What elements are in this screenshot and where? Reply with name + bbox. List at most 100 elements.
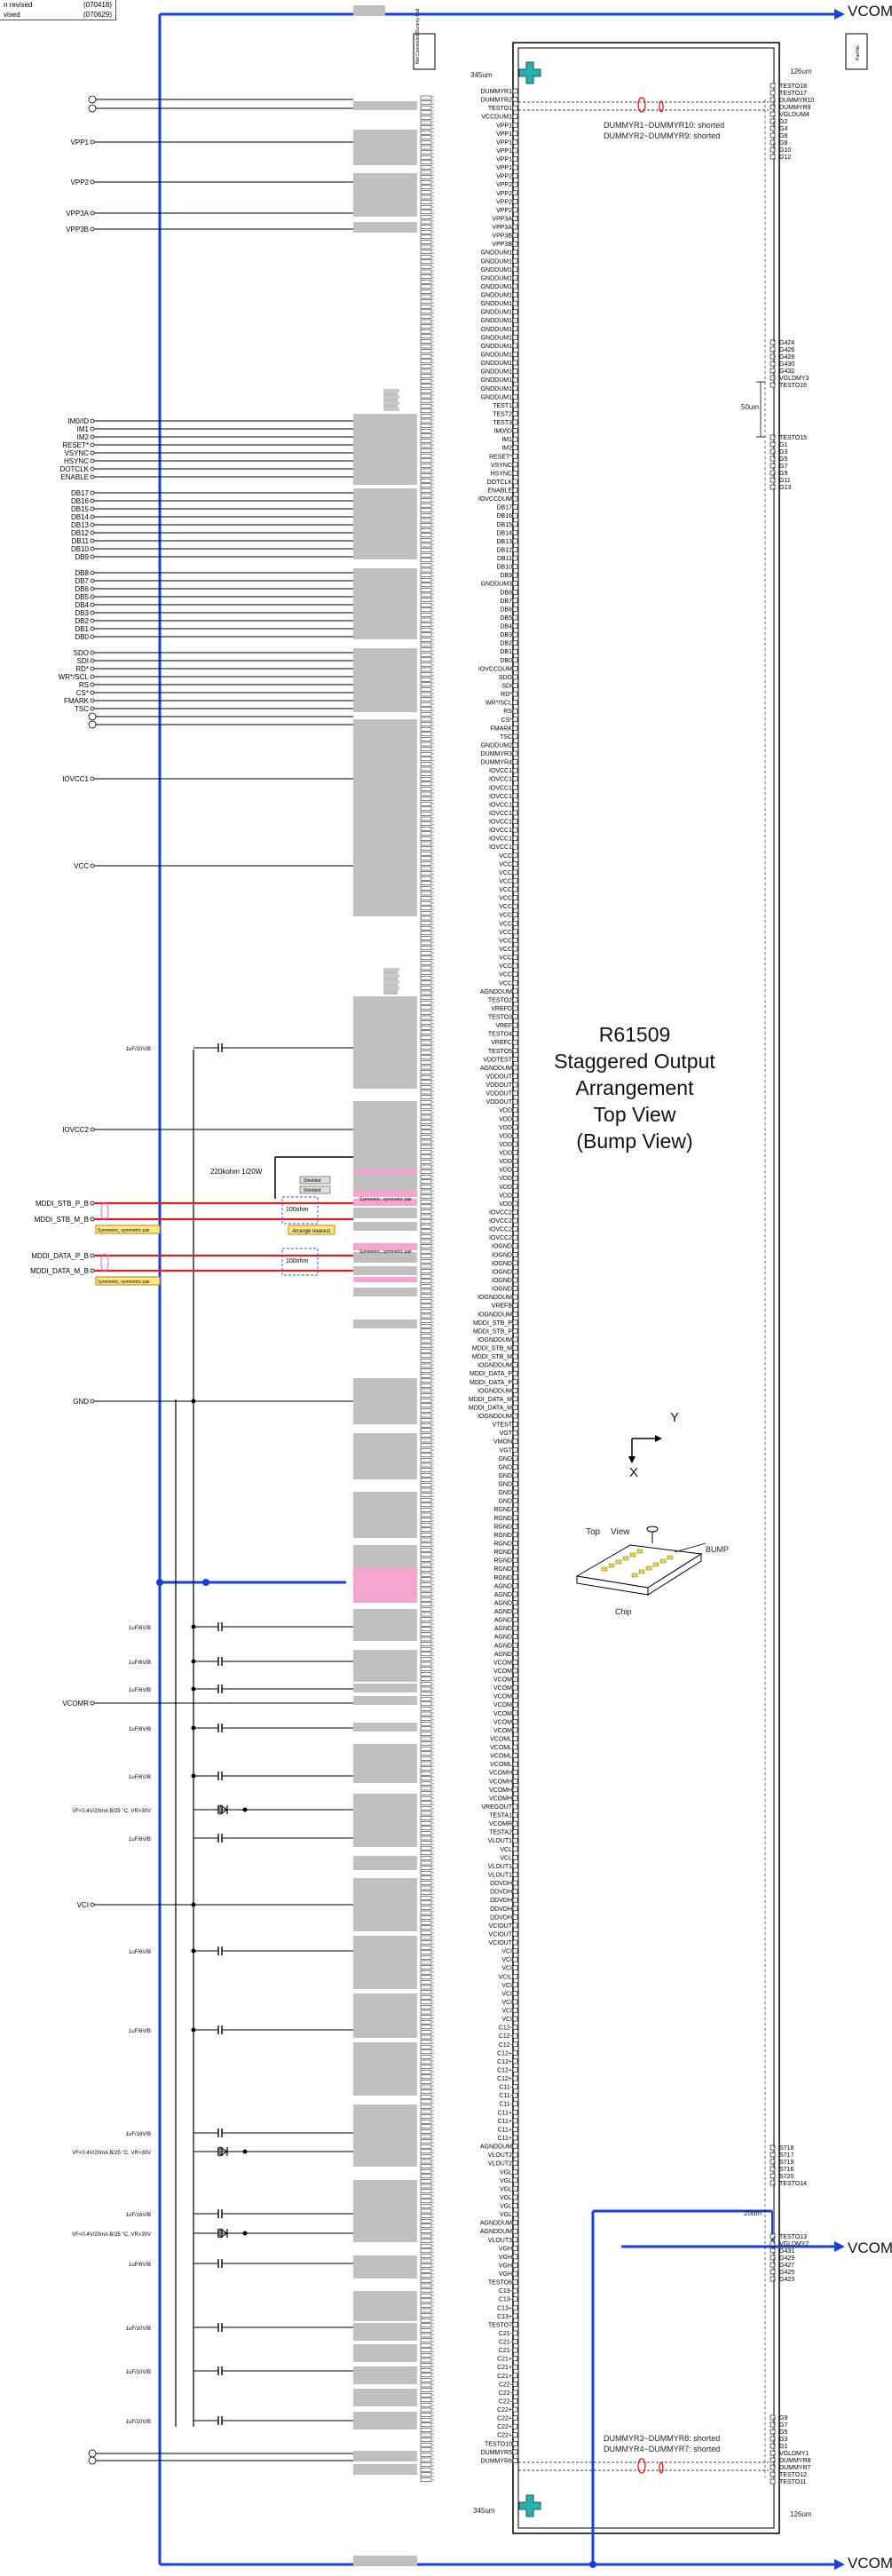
pad-label: MDDI_STB_M <box>472 1354 512 1360</box>
bump-pad <box>420 1975 432 1980</box>
right-pad <box>770 339 776 345</box>
pad-label: DB16 <box>496 513 512 519</box>
chip-pad <box>512 1906 518 1912</box>
bump-pad <box>420 657 432 662</box>
chip-pad <box>512 997 518 1003</box>
signal-label: IM1 <box>77 425 90 433</box>
right-pad-label: VGLDUM4 <box>779 112 809 118</box>
chip-pad <box>512 1524 518 1529</box>
chip-pad <box>512 963 518 969</box>
inset-bump <box>601 1566 608 1572</box>
chip-pad <box>512 1829 518 1835</box>
signal-terminal <box>90 602 95 607</box>
chip-pad <box>512 1353 518 1359</box>
right-pad-label: G428 <box>779 354 794 361</box>
bump-pad <box>420 1248 432 1254</box>
chip-pad <box>512 2263 518 2268</box>
chip-pad <box>512 1303 518 1308</box>
bump-pad <box>420 1279 432 1284</box>
bump-pad <box>420 2034 432 2040</box>
chip-pad <box>512 1005 518 1011</box>
bump-pad <box>420 1254 432 1259</box>
pad-label: MDDI_STB_P <box>473 1320 512 1327</box>
pad-label: DB11 <box>497 556 512 562</box>
signal-label: MDDI_STB_M_B <box>35 1216 89 1224</box>
bump-pad <box>420 1359 432 1363</box>
chip-pad <box>512 487 518 493</box>
mddi-r-label: 100ohm <box>286 1207 308 1213</box>
signal-terminal <box>90 226 95 232</box>
bump-pad <box>420 638 432 642</box>
bump-pad <box>420 1960 432 1965</box>
right-pad <box>770 2464 776 2470</box>
bump-pad <box>420 1204 432 1209</box>
pad-label: VPP3A <box>492 225 512 231</box>
pad-label: VCL <box>500 1855 512 1861</box>
chip-pad <box>512 929 518 935</box>
bump-pad <box>420 886 432 891</box>
bump-pad <box>420 797 432 801</box>
chip-pad <box>512 2118 518 2124</box>
pad-label: TESTO7 <box>488 2322 512 2328</box>
bump-pad <box>420 374 432 378</box>
bump-pad <box>420 687 432 692</box>
chip-pad <box>512 1710 518 1716</box>
bump-pad <box>420 1304 432 1309</box>
bump-pad <box>420 399 432 403</box>
bump-pad <box>420 518 432 523</box>
pad-label: VCI <box>501 1957 512 1963</box>
diode-icon <box>219 2146 228 2157</box>
pad-block <box>353 1101 417 1169</box>
bump-pad <box>420 1502 432 1508</box>
pink-pad-block <box>353 1169 417 1174</box>
bump-pad <box>420 2457 432 2462</box>
bump-pad <box>420 279 432 284</box>
side-box <box>413 33 436 70</box>
signal-terminal <box>90 458 95 464</box>
cap-value-label: 1uF/6V/B <box>129 2263 151 2268</box>
bump-pad <box>420 931 432 936</box>
bump-pad <box>420 1105 432 1110</box>
mddi-r-label: 100ohm <box>286 1258 308 1264</box>
pad-label: VDD <box>499 1193 512 1199</box>
junction-dot <box>191 1948 196 1954</box>
pad-label: AGND <box>494 1609 512 1615</box>
pad-label: VCI <box>501 2017 512 2023</box>
inset-bump <box>622 1556 629 1561</box>
bump-pad <box>420 389 432 393</box>
bump-pad <box>420 1259 432 1264</box>
pad-label: GND <box>498 1464 512 1470</box>
bump-pad <box>420 548 432 552</box>
bump-pad <box>420 1368 432 1373</box>
pad-label: C12- <box>499 2042 513 2049</box>
pad-label: RGND <box>493 1558 512 1565</box>
pad-label: C12- <box>499 2033 513 2040</box>
inset-chip-label: Chip <box>615 1607 632 1616</box>
inset-bump <box>645 1565 652 1571</box>
axis-y-label: Y <box>670 1410 680 1425</box>
bump-pad <box>420 2074 432 2080</box>
pink-pad-block <box>353 1243 417 1250</box>
right-pad-label: DUMMYR10 <box>779 98 814 104</box>
pad-block <box>353 1650 417 1682</box>
sym-label: Symmetric, symmetric pair <box>98 1228 150 1233</box>
pad-label: C21- <box>499 2348 513 2354</box>
pad-block <box>353 1878 417 1931</box>
right-pad <box>770 2450 776 2456</box>
pad-block <box>353 206 417 217</box>
pad-label: VPP2 <box>496 199 512 205</box>
bump-pad <box>420 130 432 135</box>
inset-bump <box>636 1549 643 1554</box>
diode-icon <box>219 2228 228 2239</box>
pad-block <box>353 101 417 110</box>
bump-pad <box>420 1597 432 1602</box>
bump-pad <box>420 2279 432 2283</box>
bump-pad <box>420 831 432 836</box>
right-pad <box>770 361 776 367</box>
bump-pad <box>420 458 432 464</box>
signal-terminal <box>90 1253 95 1258</box>
pad-label: AGNDDUM <box>480 1066 512 1072</box>
chip-pad <box>512 2373 518 2379</box>
bump-pad <box>420 1164 432 1169</box>
sym-note <box>95 1225 161 1234</box>
